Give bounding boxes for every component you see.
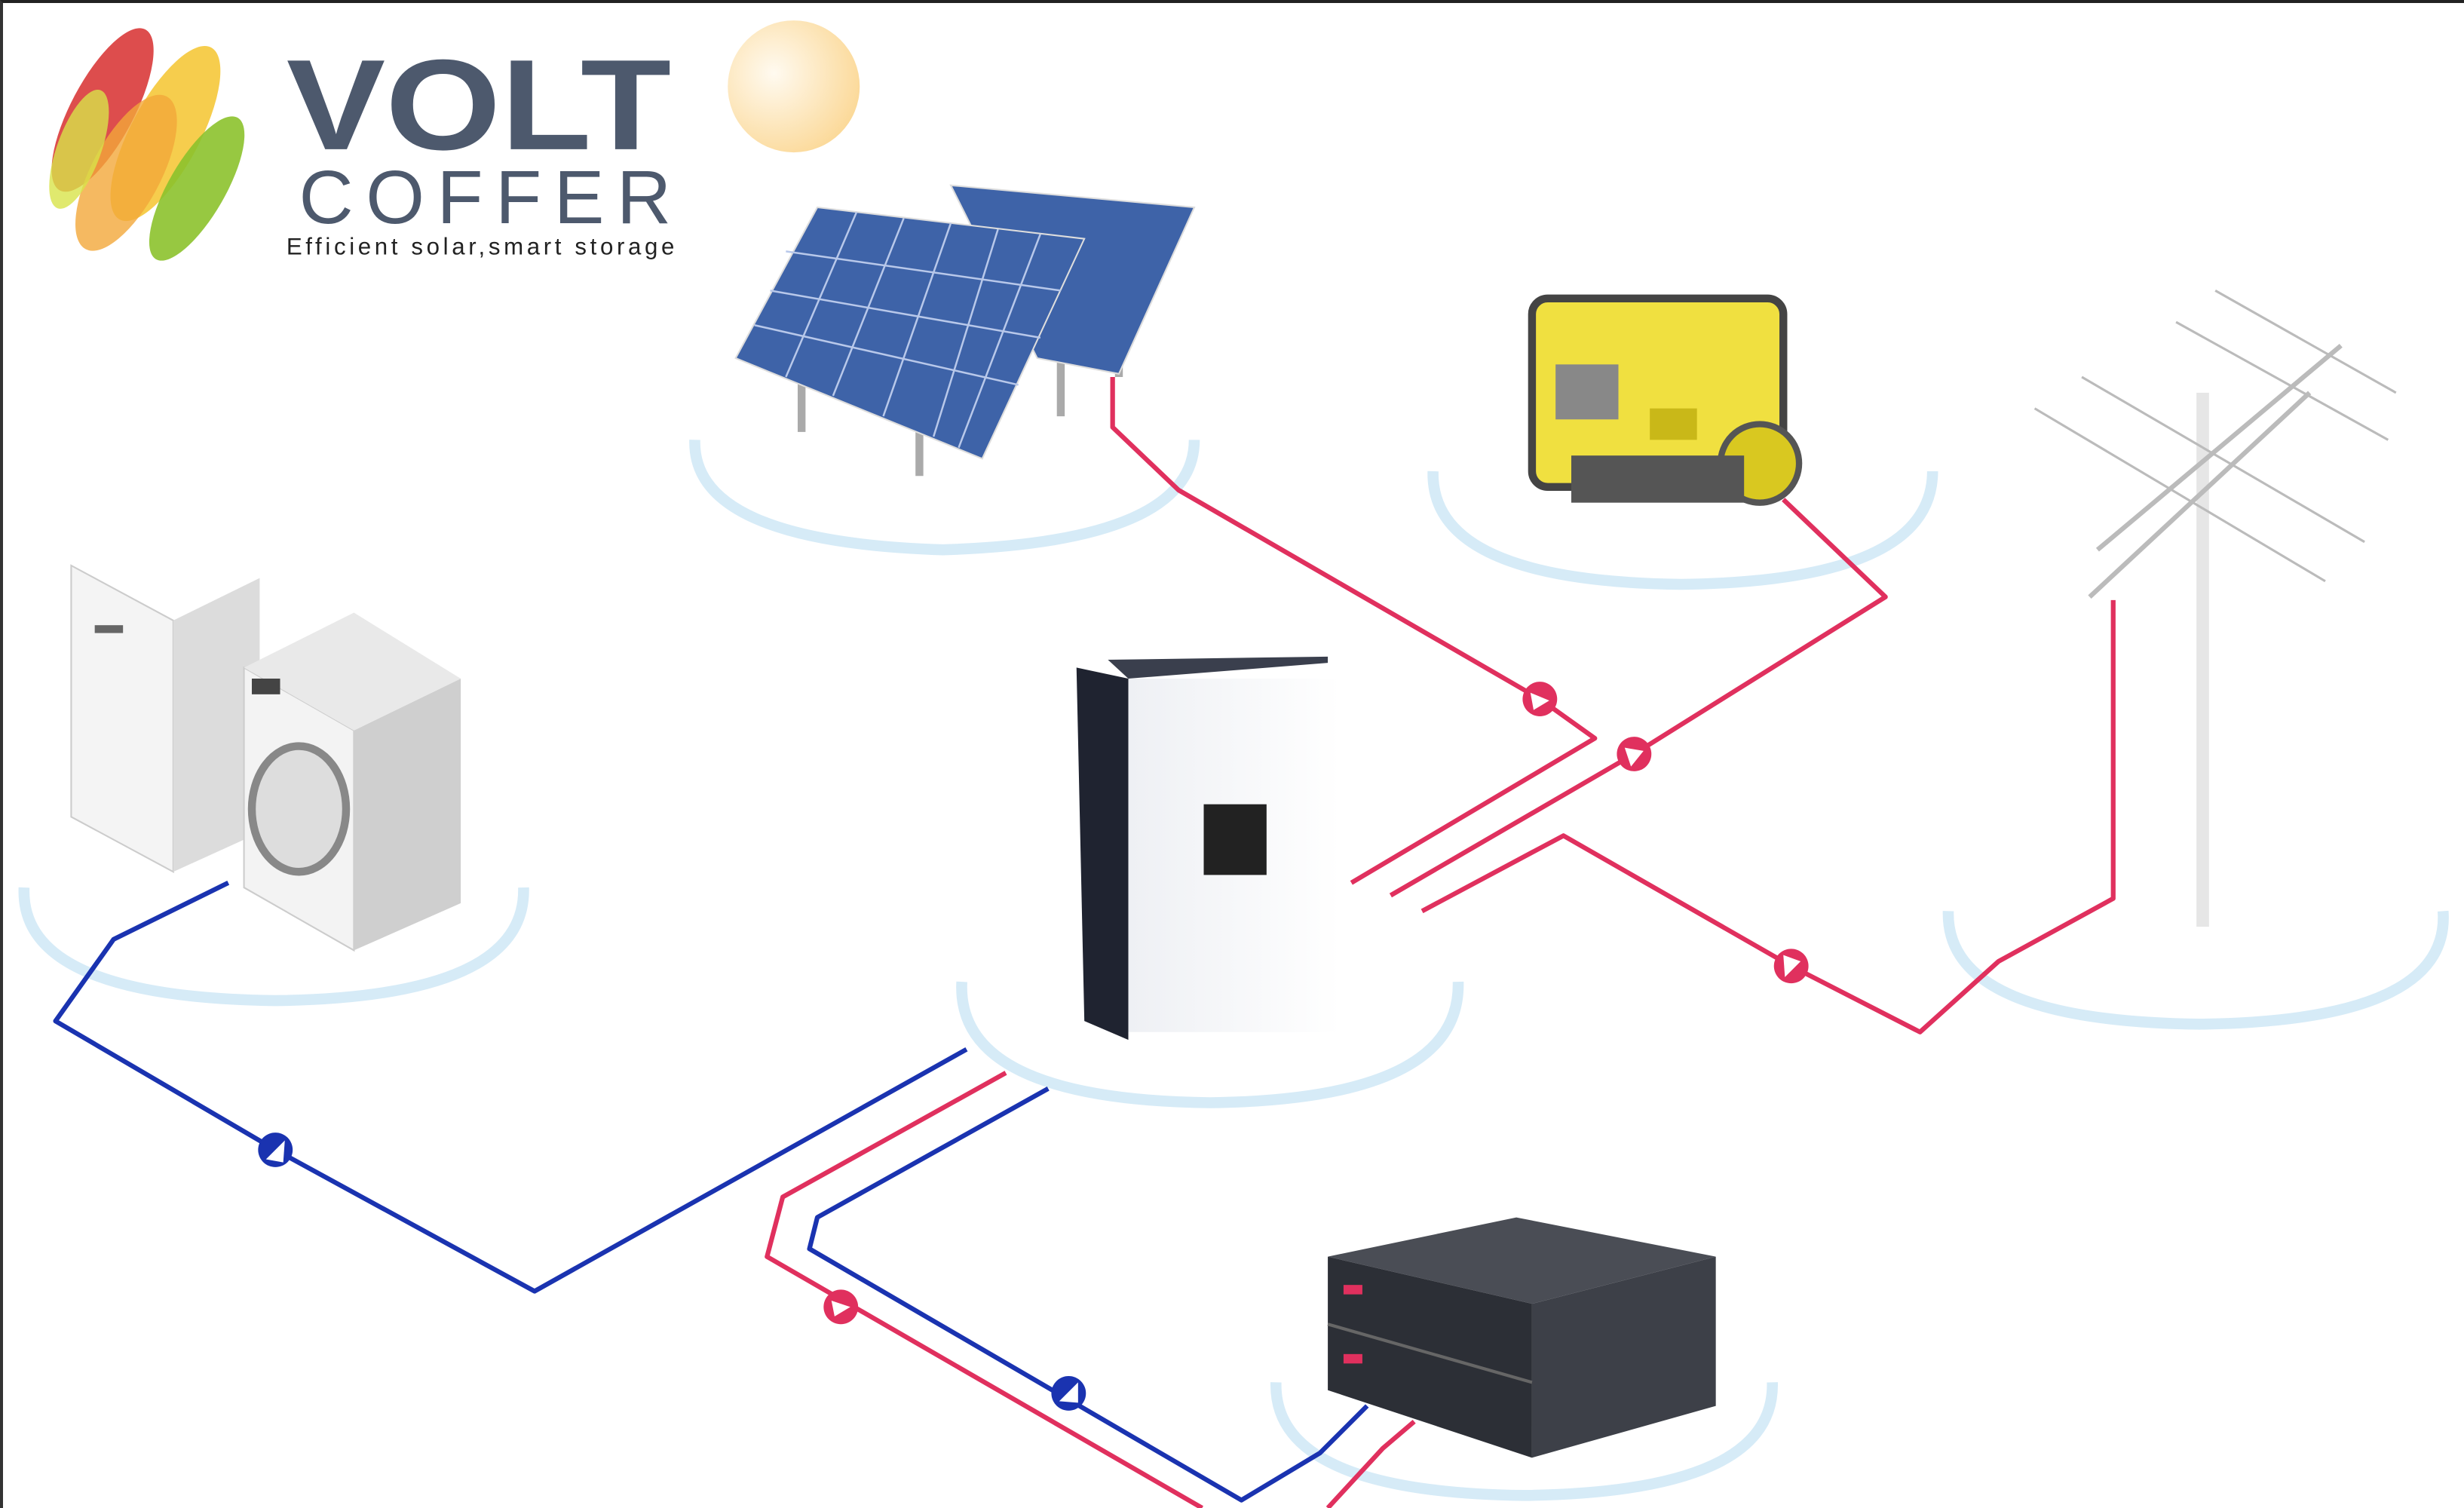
- appliances-platform: [18, 887, 529, 1007]
- flow-arrow-icon: [1773, 949, 1809, 984]
- battery-dc-line-positive: [765, 1071, 1203, 1508]
- household-appliances: [70, 564, 461, 952]
- generator-platform: [1427, 470, 1938, 590]
- flow-arrow-icon: [258, 1133, 293, 1167]
- solar-platform: [689, 440, 1200, 556]
- flow-arrow-icon: [1522, 682, 1558, 716]
- generator-line: [1389, 498, 1888, 898]
- utility-grid-pole: [2033, 290, 2397, 927]
- load-ac-line: [53, 881, 968, 1294]
- generator: [1528, 294, 1803, 506]
- flow-arrow-icon: [1051, 1376, 1086, 1411]
- brand-tagline: Efficient solar,smart storage: [287, 234, 675, 260]
- battery-platform: [1270, 1382, 1778, 1501]
- grid-line: [1420, 599, 2116, 1034]
- solar-dc-line: [1110, 377, 1598, 885]
- flow-arrow-icon: [1617, 737, 1652, 771]
- battery-dc-line-return: [1325, 1420, 1416, 1508]
- logo-mark-icon: [49, 28, 245, 261]
- flow-arrow-icon: [823, 1289, 859, 1325]
- brand-name-volt: VOLT: [287, 33, 671, 177]
- battery-storage: [1327, 1217, 1716, 1458]
- inverter-display: [1203, 804, 1267, 875]
- hybrid-inverter: [1076, 656, 1341, 1041]
- inverter-platform: [956, 981, 1464, 1108]
- brand-logo: VOLT COFFER Efficient solar,smart storag…: [49, 28, 675, 261]
- sun-icon: [728, 20, 860, 153]
- battery-line-ac: [807, 1087, 1369, 1503]
- flow-direction-icons: [258, 682, 1809, 1411]
- solar-panels: [734, 184, 1196, 477]
- grid-platform: [1942, 910, 2449, 1030]
